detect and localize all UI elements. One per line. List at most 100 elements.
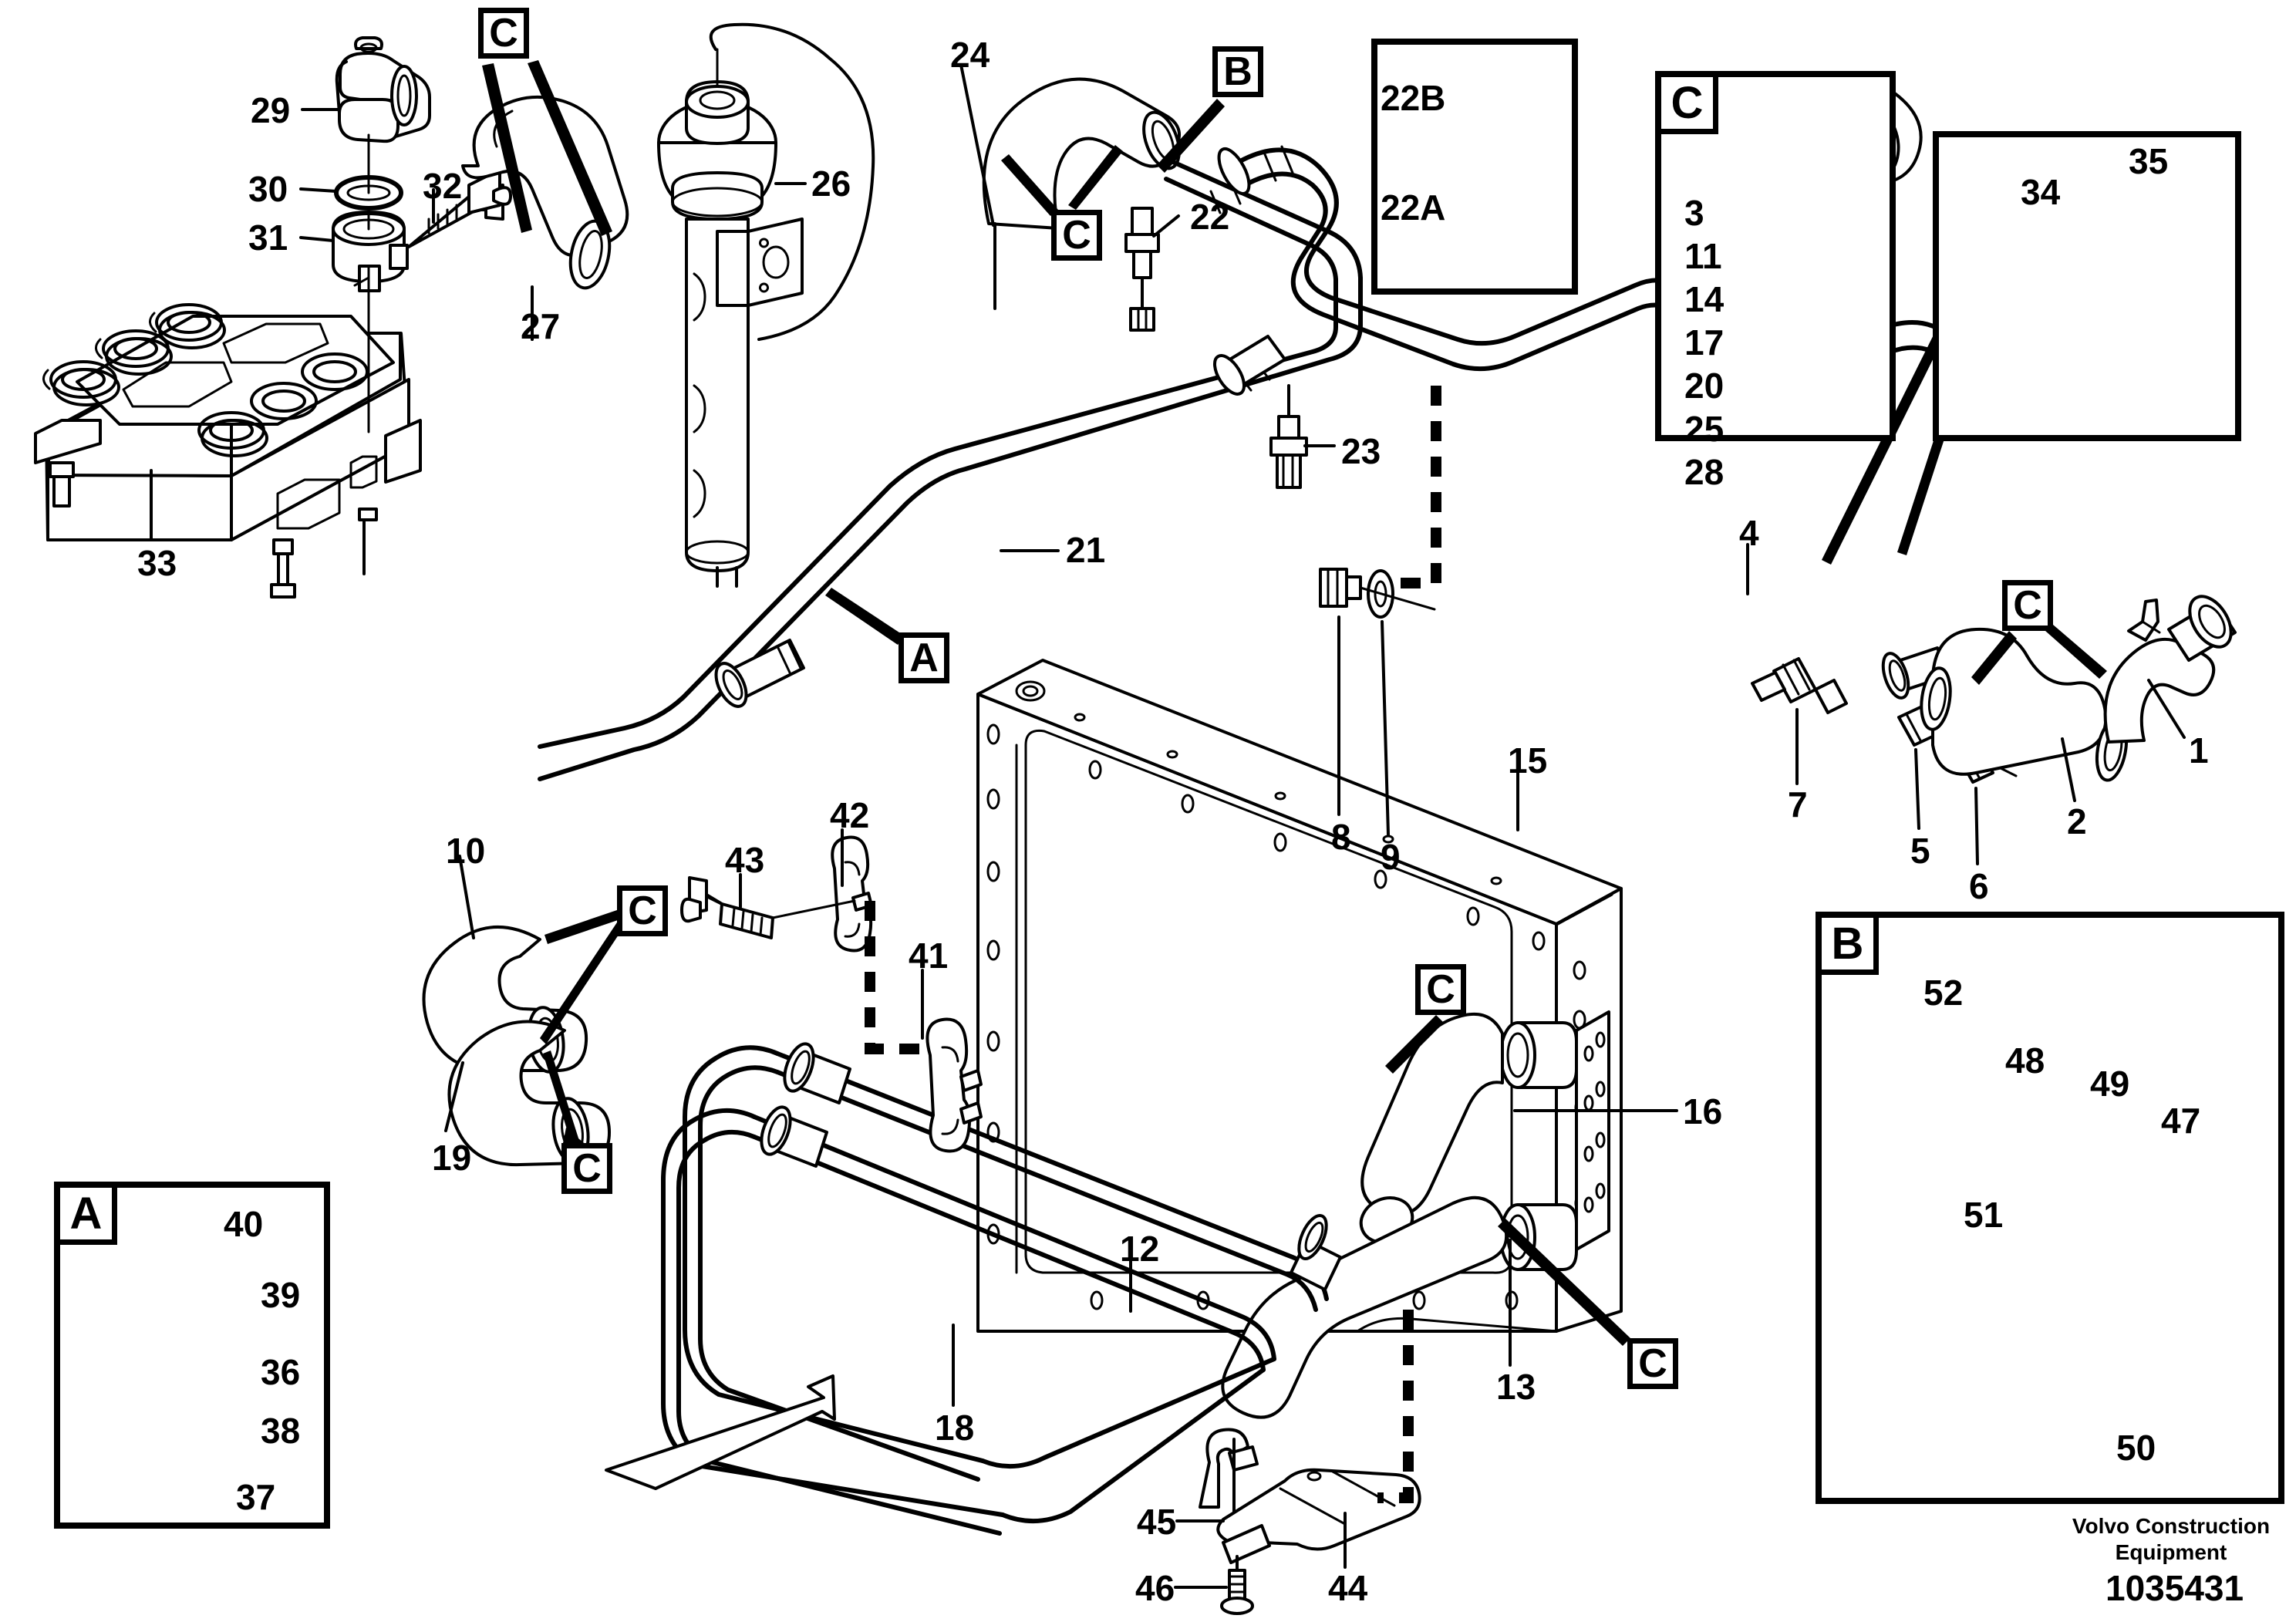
callout-13: 13 — [1496, 1367, 1536, 1407]
panel-c-number: 11 — [1684, 236, 1722, 276]
part-21-pipe — [538, 157, 1363, 781]
part-27-hose — [461, 95, 629, 341]
part-46-bolt — [1220, 1555, 1254, 1615]
callout-22: 22 — [1190, 197, 1230, 237]
pipe-21-left-end — [714, 639, 805, 708]
part-45-clip — [1199, 1428, 1259, 1536]
direction-arrow — [605, 1374, 836, 1490]
dashed-path-44 — [1377, 1310, 1414, 1503]
callout-31: 31 — [248, 218, 288, 258]
callout-15: 15 — [1508, 740, 1548, 781]
section-marker-a[interactable]: A — [899, 632, 949, 683]
part-2-hose — [1920, 627, 2129, 782]
callout-23: 23 — [1341, 431, 1381, 471]
brand-text: Volvo Construction Equipment — [2044, 1513, 2296, 1566]
detail-panel-a: A — [54, 1182, 330, 1529]
panel-c-number-list: 3 11 14 17 20 25 28 — [1684, 191, 1724, 494]
panel-b-item-label: 51 — [1964, 1195, 2004, 1235]
panel-c-number: 14 — [1684, 279, 1725, 319]
panel-c-number: 28 — [1684, 452, 1725, 492]
panel-22-item-label: 22A — [1381, 187, 1446, 228]
panel-a-item-label: 40 — [224, 1204, 264, 1244]
callout-10: 10 — [446, 831, 486, 871]
panel-b-item-label: 50 — [2116, 1428, 2156, 1468]
part-29-elbow — [335, 36, 431, 143]
panel-bracket-item-label: 35 — [2129, 141, 2169, 181]
section-marker-c[interactable]: C — [1627, 1338, 1678, 1389]
panel-c-number: 3 — [1684, 193, 1704, 233]
callout-9: 9 — [1381, 837, 1401, 877]
callout-30: 30 — [248, 169, 288, 209]
part-16-hose — [1359, 1012, 1504, 1244]
part-43-bolt — [680, 876, 856, 939]
part-22-valve — [1124, 207, 1160, 332]
callout-46: 46 — [1135, 1568, 1175, 1608]
callout-2: 2 — [2067, 801, 2087, 841]
section-marker-c[interactable]: C — [1051, 210, 1102, 261]
callout-21: 21 — [1066, 530, 1106, 570]
detail-panel-b: B — [1816, 912, 2284, 1504]
section-marker-c[interactable]: C — [478, 8, 529, 59]
callout-29: 29 — [251, 90, 291, 130]
panel-b-item-label: 49 — [2090, 1064, 2130, 1104]
panel-b-item-label: 52 — [1923, 973, 1964, 1013]
part-44-bracket — [1216, 1468, 1421, 1564]
callout-7: 7 — [1788, 784, 1808, 824]
drawing-number: 1035431 — [2106, 1568, 2244, 1608]
detail-panel-22 — [1371, 39, 1578, 295]
panel-tag-a: A — [60, 1188, 117, 1245]
callout-16: 16 — [1683, 1091, 1723, 1131]
section-marker-c[interactable]: C — [561, 1143, 612, 1194]
part-31-clamp — [332, 211, 409, 292]
panel-c-number: 20 — [1684, 366, 1725, 406]
panel-b-item-label: 48 — [2005, 1040, 2045, 1081]
callout-44: 44 — [1328, 1568, 1368, 1608]
panel-tag-b: B — [1822, 918, 1879, 975]
callout-32: 32 — [423, 166, 463, 206]
panel-tag-c: C — [1661, 77, 1718, 134]
callout-8: 8 — [1331, 817, 1351, 857]
callout-18: 18 — [935, 1408, 975, 1448]
panel-a-item-label: 36 — [261, 1352, 301, 1392]
callout-19: 19 — [432, 1138, 472, 1178]
callout-41: 41 — [909, 936, 949, 976]
panel-a-item-label: 37 — [236, 1477, 276, 1517]
callout-24: 24 — [950, 35, 990, 75]
panel-bracket-item-label: 34 — [2021, 172, 2061, 212]
section-marker-c[interactable]: C — [617, 885, 668, 936]
callout-43: 43 — [725, 840, 765, 880]
dashed-path-upper — [1388, 386, 1441, 588]
detail-panel-c-clamp: C — [1655, 71, 1896, 441]
part-42-clamp — [831, 835, 873, 953]
part-9-washer — [1367, 569, 1394, 619]
part-1-elbow — [2103, 595, 2237, 744]
callout-5: 5 — [1910, 831, 1930, 871]
part-12-and-18-pipes — [661, 1042, 1342, 1536]
part-26-air-cleaner — [657, 22, 875, 588]
section-marker-b[interactable]: B — [1212, 46, 1263, 97]
panel-b-item-label: 47 — [2161, 1101, 2201, 1141]
panel-c-number: 17 — [1684, 322, 1725, 363]
part-5-nipple — [1897, 705, 1965, 753]
section-marker-c[interactable]: C — [2002, 580, 2053, 631]
part-7-sensor — [1751, 657, 1848, 714]
panel-c-number: 25 — [1684, 409, 1725, 449]
callout-27: 27 — [521, 306, 561, 346]
part-33-manifold — [34, 303, 422, 599]
callout-4: 4 — [1739, 513, 1759, 553]
part-8-plug — [1319, 568, 1362, 608]
callout-6: 6 — [1969, 866, 1989, 906]
callout-1: 1 — [2189, 730, 2209, 771]
part-30-oring — [334, 175, 403, 211]
callout-33: 33 — [137, 543, 177, 583]
callout-26: 26 — [811, 164, 851, 204]
brand-line-2: Equipment — [2115, 1540, 2227, 1564]
panel-a-item-label: 39 — [261, 1275, 301, 1315]
part-6-nut — [1957, 747, 2018, 784]
part-23-sensor — [1269, 384, 1308, 489]
section-marker-c[interactable]: C — [1415, 964, 1466, 1015]
part-24-hose — [982, 77, 1182, 310]
callout-42: 42 — [830, 795, 870, 835]
panel-22-item-label: 22B — [1381, 78, 1446, 118]
